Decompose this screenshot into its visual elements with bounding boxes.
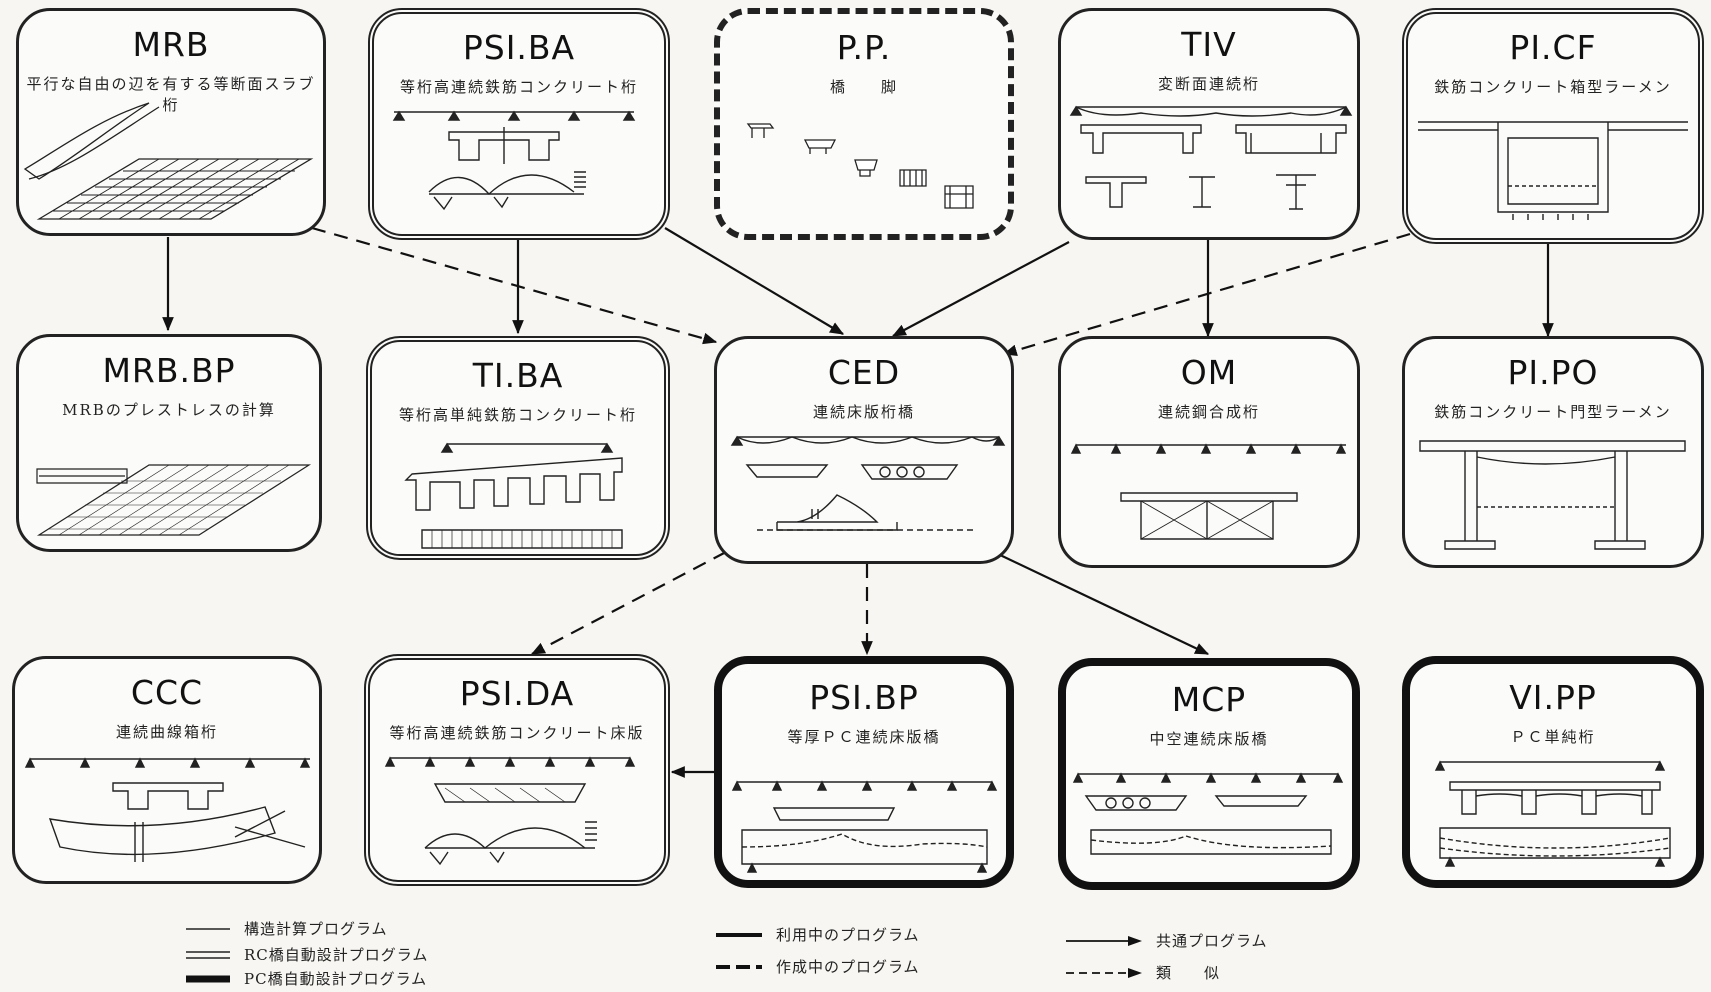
curved-box-girder-sketch	[24, 757, 311, 862]
node-code: MCP	[1171, 680, 1247, 719]
legend-solid-border-swatch	[716, 932, 762, 937]
portal-rahmen-sketch	[1419, 440, 1686, 550]
legend-pc-auto: PC橋自動設計プログラム	[186, 968, 427, 989]
legend-label: 利用中のプログラム	[776, 926, 920, 944]
node-pp: P.P. 橋 脚	[714, 8, 1014, 240]
node-description: 連続鋼合成桁	[1157, 403, 1260, 421]
node-tiba: TI.BA 等桁高単純鉄筋コンクリート桁	[366, 336, 670, 560]
arrow-tiv-to-ced	[891, 241, 1070, 337]
node-picf: PI.CF 鉄筋コンクリート箱型ラーメン	[1402, 8, 1704, 244]
node-code: PI.PO	[1507, 353, 1599, 392]
legend-label: PC橋自動設計プログラム	[244, 970, 428, 988]
node-code: MRB	[132, 25, 210, 64]
node-code: P.P.	[836, 28, 892, 67]
node-code: PSI.BP	[809, 678, 919, 717]
arrow-psiba-to-ced	[664, 227, 845, 335]
legend-in-development: 作成中のプログラム	[716, 956, 920, 977]
node-code: OM	[1180, 353, 1238, 392]
arrow-ced-to-psida	[530, 551, 727, 655]
node-code: MRB.BP	[102, 351, 236, 390]
legend-label: 構造計算プログラム	[244, 920, 388, 938]
variable-section-girder-sketch	[1069, 105, 1353, 210]
continuous-girder-sketch	[392, 110, 636, 211]
legend-dashed-arrow-swatch	[1066, 967, 1142, 978]
node-code: PSI.DA	[459, 674, 575, 713]
legend-label: 共通プログラム	[1156, 932, 1268, 950]
composite-steel-girder-sketch	[1070, 443, 1347, 540]
node-vipp: VI.PP ＰＣ単純桁	[1402, 656, 1704, 888]
node-description: 橋 脚	[829, 78, 898, 96]
node-mrb: MRB 平行な自由の辺を有する等断面スラブ桁	[16, 8, 326, 236]
node-description: 等桁高連続鉄筋コンクリート床版	[389, 724, 645, 742]
legend-in-use: 利用中のプログラム	[716, 924, 920, 945]
box-rahmen-sketch	[1418, 121, 1688, 220]
node-code: PI.CF	[1509, 28, 1597, 67]
legend-solid-arrow-swatch	[1066, 935, 1142, 946]
node-psida: PSI.DA 等桁高連続鉄筋コンクリート床版	[364, 654, 670, 886]
simple-girder-sketch	[404, 442, 623, 549]
hollow-slab-bridge-sketch	[1072, 772, 1344, 855]
legend-dashed-border-swatch	[716, 964, 762, 969]
node-description: 鉄筋コンクリート門型ラーメン	[1434, 403, 1672, 421]
node-description: 等桁高単純鉄筋コンクリート桁	[398, 406, 637, 424]
node-description: 変断面連続桁	[1157, 75, 1260, 93]
legend-similar: 類 似	[1066, 962, 1220, 983]
legend-label: 作成中のプログラム	[776, 958, 920, 976]
legend-single-line-swatch	[186, 927, 230, 930]
continuous-deck-slab-sketch	[384, 756, 636, 866]
skew-slab-mesh-sketch	[23, 102, 314, 220]
node-description: 鉄筋コンクリート箱型ラーメン	[1434, 78, 1672, 96]
pc-slab-bridge-sketch	[731, 780, 998, 873]
legend-label: RC橋自動設計プログラム	[244, 946, 429, 964]
node-code: PSI.BA	[462, 28, 576, 67]
node-om: OM 連続鋼合成桁	[1058, 336, 1360, 568]
legend-double-line-swatch	[186, 950, 230, 959]
legend-common: 共通プログラム	[1066, 930, 1268, 951]
node-psiba: PSI.BA 等桁高連続鉄筋コンクリート桁	[368, 8, 670, 240]
node-code: CCC	[130, 673, 204, 712]
node-description: 平行な自由の辺を有する等断面スラブ桁	[26, 75, 316, 114]
node-description: 中空連続床版橋	[1149, 730, 1269, 748]
node-code: TI.BA	[472, 356, 564, 395]
node-description: 連続曲線箱桁	[115, 723, 218, 741]
legend-thick-line-swatch	[186, 975, 230, 982]
legend-structural: 構造計算プログラム	[186, 918, 388, 939]
legend-rc-auto: RC橋自動設計プログラム	[186, 944, 428, 965]
node-mcp: MCP 中空連続床版橋	[1058, 658, 1360, 890]
arrow-mrb-to-ced	[311, 226, 718, 345]
node-psibp: PSI.BP 等厚ＰＣ連続床版橋	[714, 656, 1014, 888]
node-description: 等桁高連続鉄筋コンクリート桁	[399, 78, 638, 96]
node-ced: CED 連続床版桁橋	[714, 336, 1014, 564]
pc-simple-girder-sketch	[1434, 760, 1671, 867]
node-mrbbp: MRB.BP MRBのプレストレスの計算	[16, 334, 322, 552]
node-description: MRBのプレストレスの計算	[62, 401, 276, 419]
node-code: VI.PP	[1509, 678, 1597, 717]
continuous-slab-bridge-sketch	[730, 435, 1006, 531]
node-description: ＰＣ単純桁	[1510, 728, 1596, 746]
legend-label: 類 似	[1156, 964, 1221, 982]
node-description: 連続床版桁橋	[812, 403, 915, 421]
node-description: 等厚ＰＣ連続床版橋	[787, 728, 941, 746]
node-code: CED	[827, 353, 901, 392]
node-ccc: CCC 連続曲線箱桁	[12, 656, 322, 884]
node-code: TIV	[1181, 25, 1237, 64]
node-pipo: PI.PO 鉄筋コンクリート門型ラーメン	[1402, 336, 1704, 568]
bridge-piers-sketch	[746, 123, 974, 209]
node-tiv: TIV 変断面連続桁	[1058, 8, 1360, 240]
arrow-ced-to-mcp	[997, 553, 1210, 655]
prestress-slab-sketch	[36, 464, 312, 536]
